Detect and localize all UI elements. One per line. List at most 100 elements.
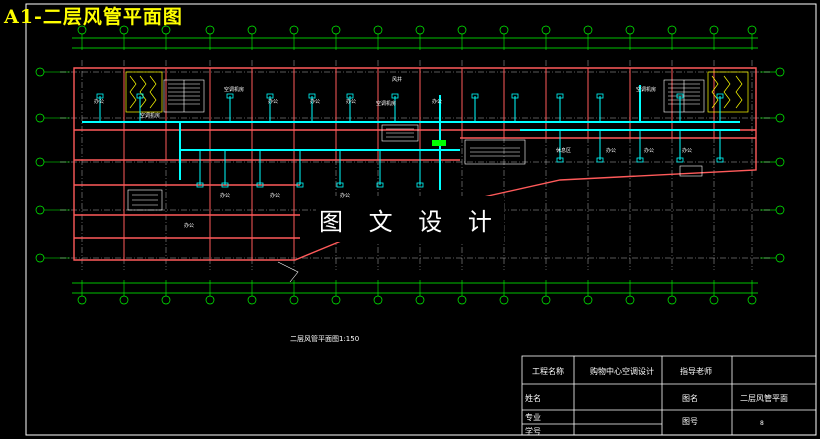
air-diffusers <box>96 93 724 188</box>
stairs-left <box>163 79 205 113</box>
room-label: 办公 <box>94 99 105 105</box>
axis-marker <box>289 25 299 35</box>
room-label: 办公 <box>346 99 357 105</box>
diffuser <box>556 93 564 99</box>
axis-marker <box>373 295 383 305</box>
room-label: 办公 <box>340 193 351 199</box>
axis-marker <box>247 25 257 35</box>
diffuser <box>556 157 564 163</box>
axis-marker <box>415 25 425 35</box>
axis-marker <box>709 25 719 35</box>
tb-project-label: 工程名称 <box>532 367 564 376</box>
diffuser <box>716 93 724 99</box>
stairs-right <box>663 79 705 113</box>
axis-marker <box>499 25 509 35</box>
axis-marker <box>247 295 257 305</box>
tb-project-value: 购物中心空调设计 <box>590 367 654 376</box>
axis-marker <box>35 157 45 167</box>
entrance-markers <box>277 140 703 283</box>
diffuser <box>596 157 604 163</box>
diffuser <box>266 93 274 99</box>
diffuser <box>596 93 604 99</box>
diffuser <box>346 93 354 99</box>
stairs-mid <box>127 124 526 211</box>
top-dimension-lines <box>72 37 758 49</box>
axis-marker <box>77 295 87 305</box>
axis-marker <box>541 25 551 35</box>
room-label: 办公 <box>432 99 443 105</box>
room-label: 办公 <box>220 193 231 199</box>
diffuser <box>336 182 344 188</box>
axis-markers-bottom <box>77 280 757 305</box>
ahu-equipment-left <box>125 71 163 113</box>
room-label: 办公 <box>268 99 279 105</box>
axis-marker <box>35 113 45 123</box>
room-label: 办公 <box>606 148 617 154</box>
partition-walls <box>123 68 715 260</box>
tb-major-label: 专业 <box>525 413 541 422</box>
ahu-equipment-right <box>707 71 749 113</box>
axis-marker <box>499 295 509 305</box>
axis-marker <box>35 253 45 263</box>
tb-drawing-name-label: 图名 <box>682 394 698 403</box>
room-label: 风井 <box>392 77 403 83</box>
diffuser <box>716 157 724 163</box>
watermark: 图 文 设 计 <box>316 196 504 242</box>
axis-marker <box>119 295 129 305</box>
axis-marker <box>205 295 215 305</box>
drawing-frame <box>25 3 817 436</box>
axis-marker <box>331 25 341 35</box>
room-label: 空调机房 <box>636 87 657 93</box>
diffuser <box>221 182 229 188</box>
axis-markers-left <box>35 67 70 263</box>
axis-marker <box>373 25 383 35</box>
drawing-title: A1-二层风管平面图 <box>4 6 183 28</box>
axis-marker <box>775 205 785 215</box>
axis-marker <box>583 295 593 305</box>
axis-markers-right <box>760 67 785 263</box>
axis-marker <box>331 295 341 305</box>
room-label: 休息区 <box>556 148 572 154</box>
diffuser <box>416 182 424 188</box>
axis-marker <box>35 67 45 77</box>
room-label: 办公 <box>682 148 693 154</box>
bottom-dimension-lines <box>72 282 758 294</box>
room-label: 空调机房 <box>224 87 245 93</box>
axis-marker <box>709 295 719 305</box>
axis-markers-top <box>77 25 757 50</box>
room-label: 办公 <box>270 193 281 199</box>
axis-marker <box>747 295 757 305</box>
tb-advisor-label: 指导老师 <box>680 367 712 376</box>
tb-drawing-no-label: 图号 <box>682 417 698 426</box>
diffuser <box>296 182 304 188</box>
diffuser <box>511 93 519 99</box>
axis-marker <box>205 25 215 35</box>
tb-drawing-name-value: 二层风管平面 <box>740 394 788 403</box>
room-label: 办公 <box>644 148 655 154</box>
axis-marker <box>35 205 45 215</box>
tb-name-label: 姓名 <box>525 394 541 403</box>
title-block <box>521 355 817 436</box>
diffuser <box>676 93 684 99</box>
drawing-caption: 二层风管平面图1:150 <box>290 335 360 343</box>
diffuser <box>256 182 264 188</box>
axis-marker <box>457 295 467 305</box>
axis-marker <box>583 25 593 35</box>
axis-marker <box>625 25 635 35</box>
axis-marker <box>775 67 785 77</box>
diffuser <box>391 93 399 99</box>
axis-marker <box>775 157 785 167</box>
tb-student-no-label: 学号 <box>525 427 541 436</box>
axis-marker <box>457 25 467 35</box>
axis-marker <box>289 295 299 305</box>
duct-branches <box>99 96 721 185</box>
axis-marker <box>625 295 635 305</box>
axis-marker <box>161 295 171 305</box>
axis-marker <box>775 253 785 263</box>
grid-lines-horizontal <box>60 71 770 259</box>
diffuser <box>636 157 644 163</box>
diffuser <box>676 157 684 163</box>
axis-marker <box>541 295 551 305</box>
axis-marker <box>747 25 757 35</box>
